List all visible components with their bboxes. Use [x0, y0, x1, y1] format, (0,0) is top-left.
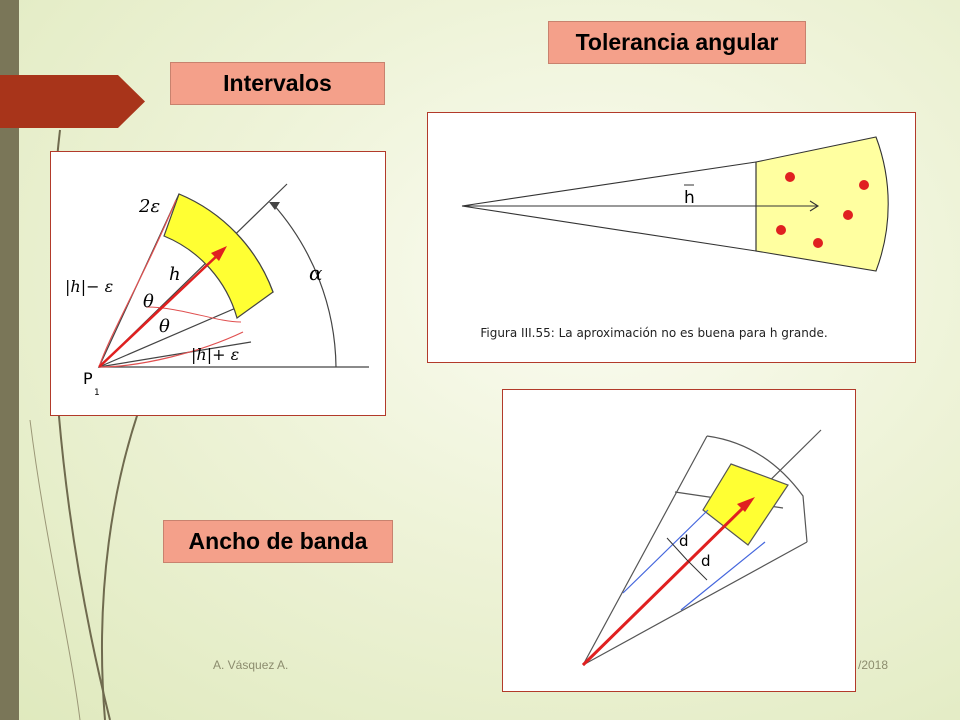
d-label-lower: d [701, 552, 711, 570]
alpha-label: α [309, 261, 323, 285]
label-ancho-de-banda: Ancho de banda [163, 520, 393, 563]
h-plus-eps-label: |h|+ ε [191, 345, 239, 364]
footer-date: /2018 [858, 658, 889, 672]
h-vector-label: h [684, 188, 695, 208]
p-label: P [83, 369, 93, 388]
left-decor-bar [0, 0, 19, 720]
h-minus-eps-label: |h|− ε [65, 277, 113, 296]
theta-upper-label: θ [143, 291, 154, 312]
figure-ancho-de-banda: d d [502, 389, 856, 692]
arrow-tab [0, 75, 145, 128]
two-eps-label: 2ε [138, 196, 160, 217]
label-intervalos: Intervalos [170, 62, 385, 105]
figure-intervalos: 2ε |h|− ε |h|+ ε θ θ α h P 1 [50, 151, 386, 416]
footer-author: A. Vásquez A. [213, 658, 289, 672]
d-label-upper: d [679, 532, 689, 550]
p-subscript: 1 [94, 388, 100, 398]
label-tolerancia-angular: Tolerancia angular [548, 21, 806, 64]
figure-caption: Figura III.55: La aproximación no es bue… [480, 326, 827, 340]
theta-lower-label: θ [159, 316, 170, 337]
h-vector-label: h [169, 264, 181, 285]
figure-tolerancia-angular: h Figura III.55: La aproximación no es b… [427, 112, 916, 363]
